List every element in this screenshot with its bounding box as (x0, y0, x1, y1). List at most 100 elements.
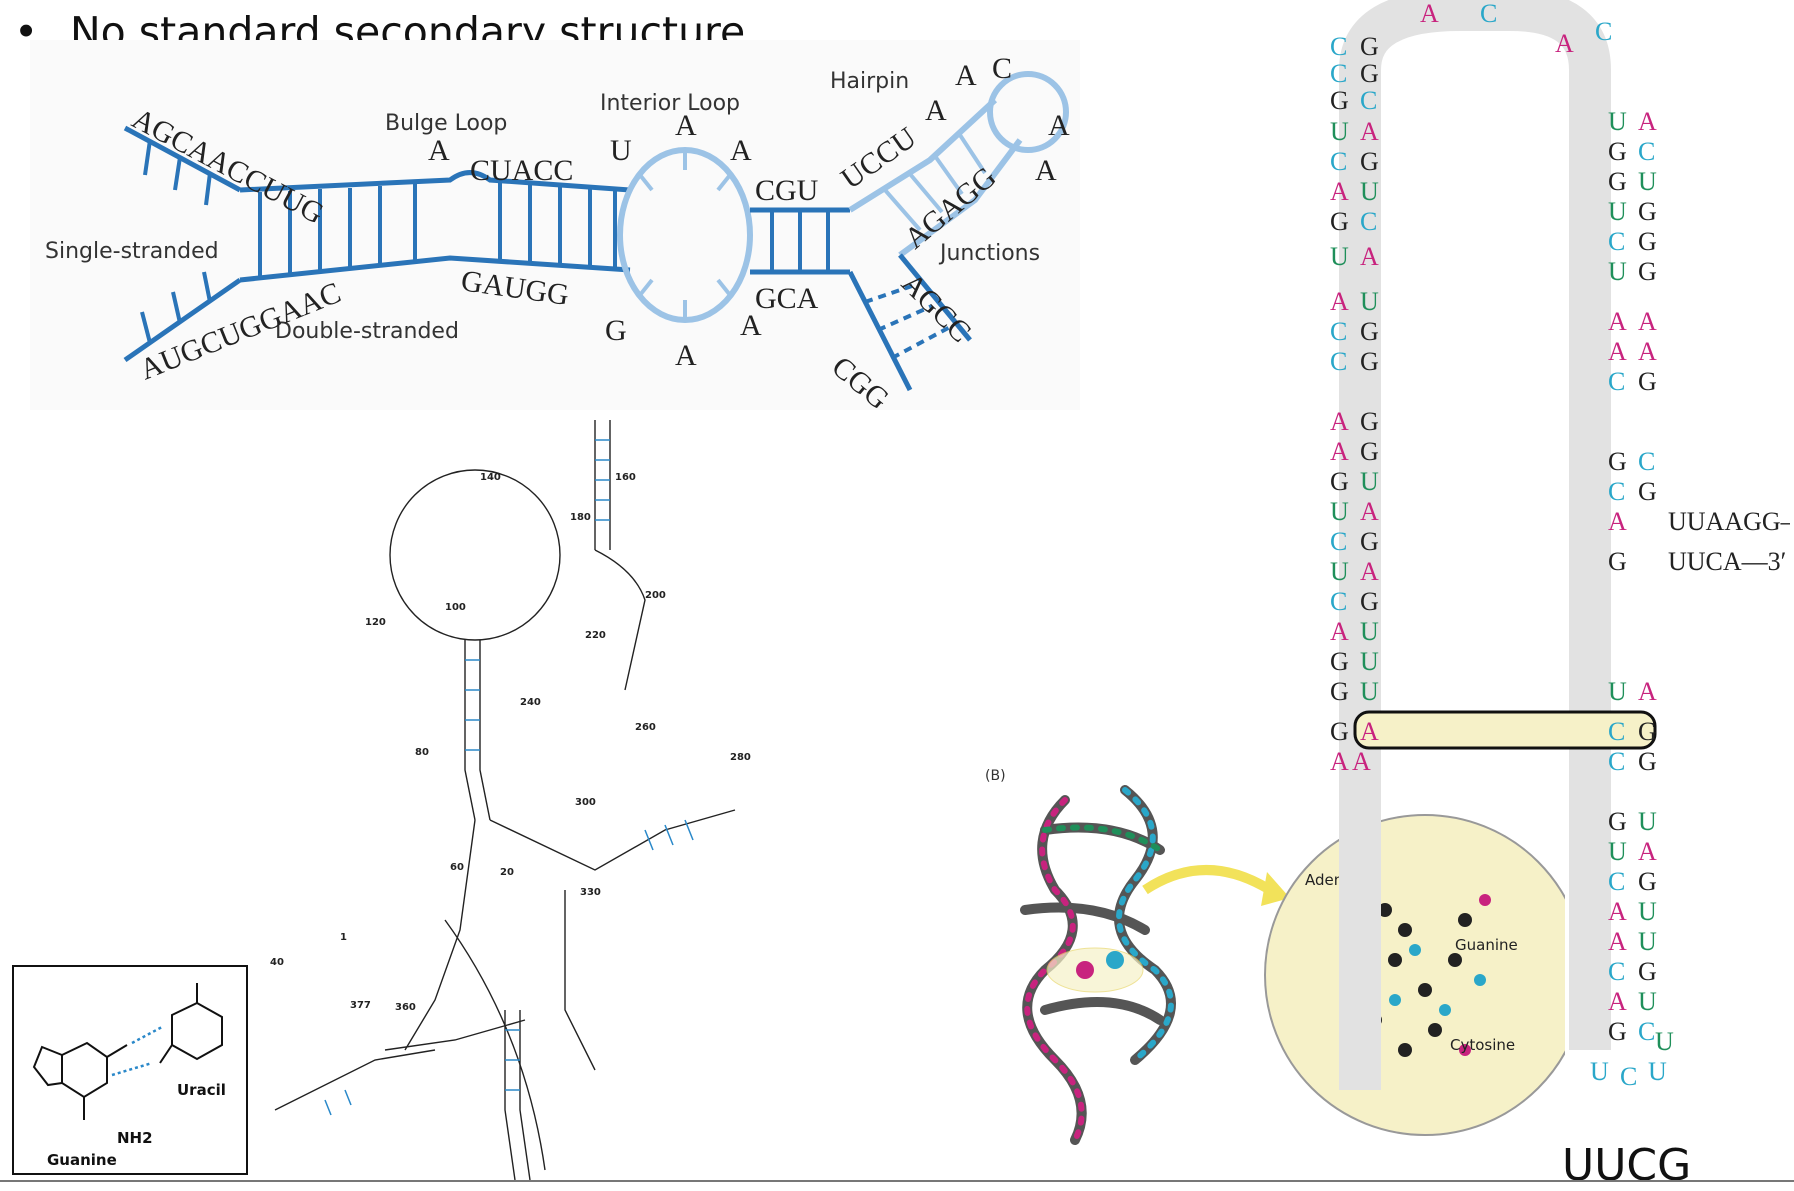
base-col2-22: A (1360, 717, 1379, 746)
base-col2-19: U (1360, 617, 1379, 646)
base-col1-17: U (1330, 557, 1349, 586)
rrna-tick-40: 40 (270, 957, 284, 968)
rrna-tick-200: 200 (645, 590, 666, 601)
single-strand-top (123, 125, 242, 193)
rrna-tick-160: 160 (615, 472, 636, 483)
base-col1-5: C (1330, 147, 1347, 176)
top-loop-c2: C (1595, 17, 1612, 46)
junctions-label: Junctions (938, 241, 1040, 266)
base-col4-15: G (1638, 717, 1657, 746)
base-col4-22: G (1638, 957, 1657, 986)
base-col2-5: G (1360, 147, 1379, 176)
base-col4-8: A (1638, 337, 1657, 366)
single-strand-ticks (140, 139, 212, 344)
highlight-pair-box (1353, 710, 1657, 750)
rrna-tick-220: 220 (585, 630, 606, 641)
base-col3-5: C (1608, 227, 1625, 256)
base-col4-16: G (1638, 747, 1657, 776)
wobble-base-pair-box: Guanine Uracil NH2 (12, 965, 248, 1175)
hairpin-sequence-panel: C G C G G C U A C G A U G C U A A U C G … (1330, 0, 1790, 1091)
base-col3-24: G (1608, 1017, 1627, 1046)
highlight-ellipse (1046, 947, 1144, 993)
base-col2-9: U (1360, 287, 1379, 316)
base-col4-20: U (1638, 897, 1657, 926)
base-col3-13: G (1608, 547, 1627, 576)
base-col1-20: G (1330, 647, 1349, 676)
base-col2-3: C (1360, 86, 1377, 115)
base-col3-4: U (1608, 197, 1627, 226)
rrna-tick-240: 240 (520, 697, 541, 708)
rrna-tick-180: 180 (570, 512, 591, 523)
base-col4-24: C (1638, 1017, 1655, 1046)
base-col3-15: C (1608, 717, 1625, 746)
rrna-tick-60: 60 (450, 862, 464, 873)
base-col1-3: G (1330, 86, 1349, 115)
uuaagg-label: UUAAGG— (1668, 507, 1790, 536)
base-col4-21: U (1638, 927, 1657, 956)
base-col3-6: U (1608, 257, 1627, 286)
rrna-tick-1: 1 (340, 932, 347, 943)
base-col4-1: A (1638, 107, 1657, 136)
base-col2-20: U (1360, 647, 1379, 676)
base-col2-14: U (1360, 467, 1379, 496)
base-col1-16: C (1330, 527, 1347, 556)
hairpin-top-loop: A C A C (1420, 0, 1612, 58)
inset-nitrogen-atoms (1389, 944, 1486, 1016)
uucg-loop-1: U (1590, 1057, 1609, 1086)
uucg-loop-2: C (1620, 1062, 1637, 1091)
base-col4-23: U (1638, 987, 1657, 1016)
rrna-tick-280: 280 (730, 752, 751, 763)
base-col3-9: C (1608, 367, 1625, 396)
base-col1-2: C (1330, 59, 1347, 88)
top-loop-a2: A (1555, 29, 1574, 58)
rrna-tick-140: 140 (480, 472, 501, 483)
base-col1-10: C (1330, 317, 1347, 346)
base-col3-11: C (1608, 477, 1625, 506)
base-col4-11: G (1638, 477, 1657, 506)
blue-atom (1106, 951, 1124, 969)
base-col4-18: A (1638, 837, 1657, 866)
interior-loop-bottom-2: A (675, 339, 697, 372)
base-col2-7: C (1360, 207, 1377, 236)
hairpin-loop-5: A (1035, 154, 1057, 187)
base-col2-8: A (1360, 242, 1379, 271)
base-col4-5: G (1638, 227, 1657, 256)
rrna-tick-100: 100 (445, 602, 466, 613)
base-col4-6: G (1638, 257, 1657, 286)
secondary-structure-diagram: Bulge Loop Interior Loop Hairpin Single-… (30, 40, 1080, 410)
uucg-loop-4: U (1655, 1027, 1674, 1056)
base-col2-12: G (1360, 407, 1379, 436)
base-col1-22: G (1330, 717, 1349, 746)
top-strand-mid: CUACC (470, 154, 573, 187)
base-col2-15: A (1360, 497, 1379, 526)
base-col3-19: C (1608, 867, 1625, 896)
base-col3-20: A (1608, 897, 1627, 926)
base-col2-23: A (1352, 747, 1371, 776)
structure-labels: Bulge Loop Interior Loop Hairpin Single-… (45, 69, 1040, 344)
pink-atom (1076, 961, 1094, 979)
base-col2-6: U (1360, 177, 1379, 206)
interior-loop-top-2: A (675, 109, 697, 142)
uucg-caption: UUCG (1562, 1140, 1692, 1191)
base-col2-2: G (1360, 59, 1379, 88)
rrna-tick-80: 80 (415, 747, 429, 758)
base-col1-11: C (1330, 347, 1347, 376)
base-col3-18: U (1608, 837, 1627, 866)
base-col2-18: G (1360, 587, 1379, 616)
hairpin-loop (987, 71, 1069, 153)
top-loop-c1: C (1480, 0, 1497, 28)
panel-label: (B) (985, 768, 1006, 784)
uucg-loop-3: U (1648, 1057, 1667, 1086)
base-col1-19: A (1330, 617, 1349, 646)
base-col3-14: U (1608, 677, 1627, 706)
hairpin-loop-3: C (992, 52, 1012, 85)
stem1-bottom-strand (239, 255, 631, 283)
base-col3-16: C (1608, 747, 1625, 776)
hairpin-loop-1: A (925, 94, 947, 127)
junction-strand-right (898, 253, 972, 342)
interior-loop-top-3: A (730, 134, 752, 167)
interior-loop-label: Interior Loop (600, 91, 740, 116)
guanine-label: Guanine (47, 1151, 117, 1169)
top-loop-a1: A (1420, 0, 1439, 28)
base-col2-1: G (1360, 32, 1379, 61)
